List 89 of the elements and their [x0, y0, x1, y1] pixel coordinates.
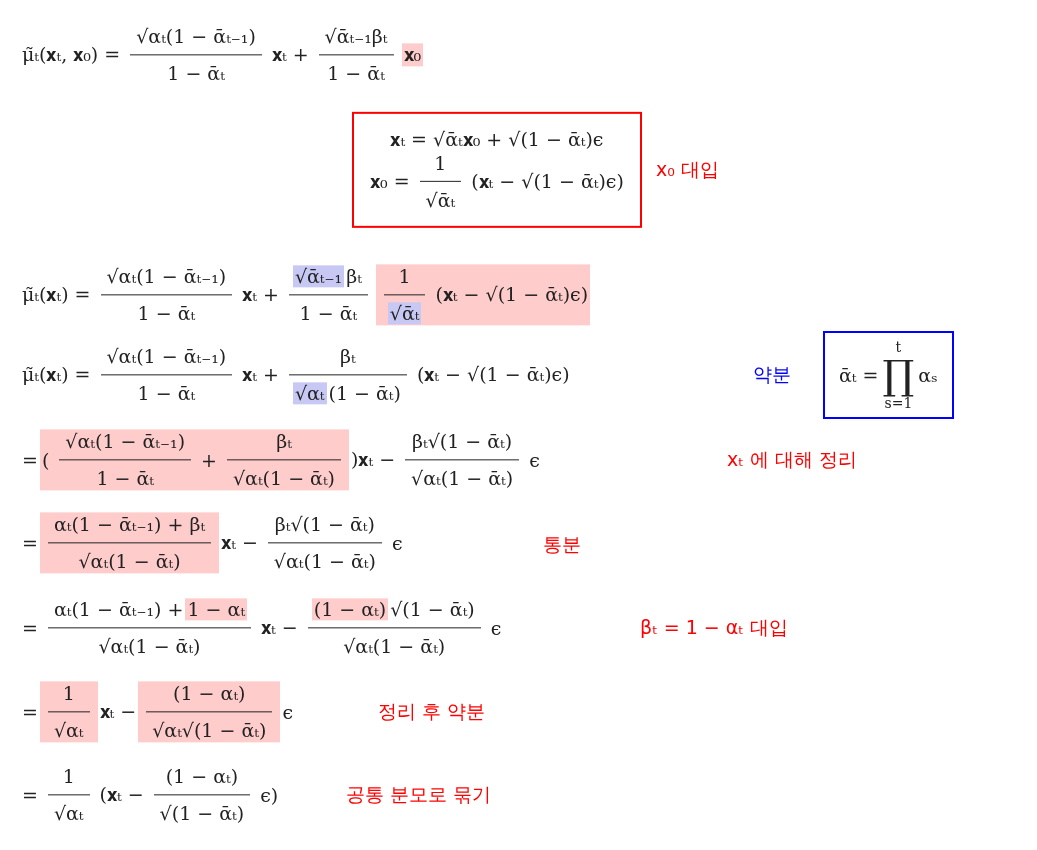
math-expression: √(1 − ᾱₜ) — [389, 598, 476, 621]
math-expression: (1 − αₜ) — [172, 682, 247, 705]
highlight-box — [39, 429, 350, 491]
math-expression: √ᾱₜ — [388, 302, 421, 325]
math-expression: = — [21, 701, 39, 723]
math-expression: 𝐱ₜ = √ᾱₜ𝐱₀ + √(1 − ᾱₜ)ϵ — [389, 127, 605, 151]
math-expression: √αₜ — [52, 719, 85, 742]
math-expression: 1 − ᾱₜ — [95, 467, 155, 490]
highlight-box — [375, 264, 591, 326]
math-expression: (1 − αₜ) — [312, 598, 388, 621]
math-expression: √αₜ — [293, 382, 326, 405]
math-expression: 𝐱ₜ − — [260, 616, 299, 640]
math-expression: √αₜ√(1 − ᾱₜ) — [151, 719, 268, 742]
highlight-box — [39, 681, 98, 743]
math-expression: √αₜ(1 − ᾱₜ) — [231, 467, 337, 490]
math-expression: 𝐱ₜ + — [241, 283, 280, 307]
math-expression: = — [21, 784, 39, 806]
math-expression: √αₜ(1 − ᾱₜ) — [342, 635, 447, 658]
math-expression: √αₜ(1 − ᾱₜ₋₁) — [105, 345, 228, 368]
math-expression: 1 − ᾱₜ — [136, 382, 197, 405]
math-expression: √ᾱₜ₋₁βₜ — [323, 25, 389, 48]
math-expression: ϵ — [390, 532, 404, 554]
annotation-note: 정리 후 약분 — [378, 699, 486, 724]
math-expression: 1 − ᾱₜ — [166, 62, 226, 85]
math-expression: 1 — [397, 265, 412, 288]
math-expression: ϵ — [489, 617, 503, 639]
math-expression: ᾱₜ = — [838, 364, 880, 386]
math-expression: ∏ — [881, 355, 916, 395]
math-expression: βₜ√(1 − ᾱₜ) — [411, 430, 514, 453]
math-expression: μ̃ₜ(𝐱ₜ) = — [21, 283, 92, 307]
math-expression: μ̃ₜ(𝐱ₜ, 𝐱₀) = — [21, 43, 122, 67]
math-expression: 1 − ᾱₜ — [298, 302, 359, 325]
math-expression: (𝐱ₜ − √(1 − ᾱₜ)ϵ) — [434, 283, 590, 307]
math-expression: ϵ) — [259, 784, 280, 806]
math-expression: √ᾱₜ — [424, 189, 457, 212]
math-expression: √αₜ(1 − ᾱₜ) — [97, 635, 202, 658]
math-expression: √(1 − ᾱₜ) — [158, 802, 246, 825]
math-expression: )𝐱ₜ − — [350, 448, 397, 472]
math-expression: = — [21, 449, 39, 471]
math-expression: 𝐱ₜ − — [98, 700, 138, 724]
math-expression: (𝐱ₜ − √(1 − ᾱₜ)ϵ) — [415, 363, 571, 387]
annotation-note: 공통 분모로 묶기 — [346, 782, 492, 807]
math-expression: 𝐱ₜ + — [241, 363, 280, 387]
math-expression: √αₜ(1 − ᾱₜ) — [272, 550, 377, 573]
math-expression: 𝐱ₜ − — [220, 531, 259, 555]
math-expression: βₜ — [275, 430, 293, 453]
math-expression: βₜ — [345, 265, 363, 288]
math-expression: 1 − ᾱₜ — [136, 302, 197, 325]
math-expression: 𝐱₀ = — [369, 170, 411, 193]
math-expression: √αₜ(1 − ᾱₜ₋₁) — [64, 430, 187, 453]
highlight-box — [39, 512, 220, 574]
math-expression: αₜ(1 − ᾱₜ₋₁) + — [52, 598, 185, 621]
math-expression: √αₜ — [52, 802, 85, 825]
math-expression: ϵ — [281, 701, 295, 723]
math-expression: 1 − αₜ — [186, 598, 247, 621]
math-expression: βₜ — [339, 345, 357, 368]
math-expression: 1 — [61, 682, 76, 705]
highlight-box — [138, 681, 281, 743]
math-expression: √αₜ(1 − ᾱₜ) — [410, 467, 515, 490]
math-expression: αₛ — [917, 364, 939, 386]
math-expression: αₜ(1 − ᾱₜ₋₁) + βₜ — [52, 513, 207, 536]
boxed-equations — [352, 111, 642, 229]
math-expression: √αₜ(1 − ᾱₜ₋₁) — [135, 25, 257, 48]
math-expression: 𝐱₀ — [402, 43, 423, 67]
math-expression: (1 − αₜ) — [164, 765, 240, 788]
math-expression: 1 — [61, 765, 76, 788]
annotation-note: x₀ 대입 — [655, 157, 719, 182]
boxed-definition — [823, 331, 954, 419]
math-expression: ϵ — [528, 449, 541, 471]
math-expression: μ̃ₜ(𝐱ₜ) = — [21, 363, 92, 387]
math-expression: √αₜ(1 − ᾱₜ₋₁) — [105, 265, 228, 288]
math-expression: = — [21, 617, 39, 639]
math-expression: βₜ√(1 − ᾱₜ) — [273, 513, 376, 536]
math-expression: + — [200, 449, 218, 471]
math-expression: √αₜ(1 − ᾱₜ) — [77, 550, 182, 573]
math-expression: (1 − ᾱₜ) — [327, 382, 402, 405]
math-expression: (𝐱ₜ − √(1 − ᾱₜ)ϵ) — [470, 170, 625, 193]
math-expression: 1 — [433, 151, 448, 174]
annotation-note: 약분 — [753, 362, 791, 387]
math-expression: 1 − ᾱₜ — [326, 62, 386, 85]
annotation-note: βₜ = 1 − αₜ 대입 — [640, 615, 788, 640]
math-expression: = — [21, 532, 39, 554]
math-expression: ( — [40, 449, 51, 471]
math-expression: 𝐱ₜ + — [270, 43, 310, 67]
annotation-note: xₜ 에 대해 정리 — [727, 447, 857, 472]
math-expression: t — [894, 339, 903, 355]
annotation-note: 통분 — [543, 532, 581, 557]
math-expression: (𝐱ₜ − — [98, 783, 145, 807]
math-expression: √ᾱₜ₋₁ — [293, 265, 344, 288]
